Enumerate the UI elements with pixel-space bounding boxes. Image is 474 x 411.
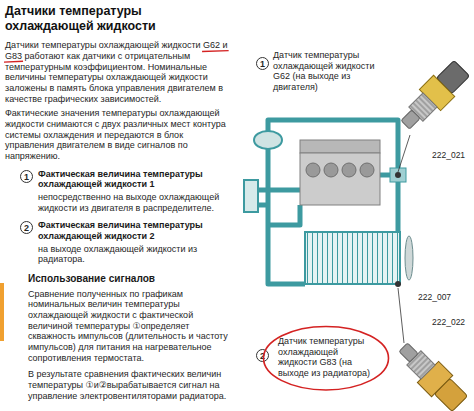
figure-code: 222_022 <box>432 317 465 327</box>
coolant-distributor <box>390 168 406 182</box>
coolant-pipe <box>268 205 300 225</box>
coolant-pipes <box>254 120 398 284</box>
ellipse-outline <box>264 327 389 390</box>
section-heading: Использование сигналов <box>28 273 233 285</box>
leader-line <box>398 288 404 343</box>
body-text: непосредственно на выходе охлаждающей жи… <box>38 192 233 213</box>
sensor-tip <box>399 343 418 362</box>
sensor-g62 <box>395 58 473 136</box>
sensor-tip <box>401 110 420 129</box>
cylinder <box>360 163 374 177</box>
engine-block <box>300 153 380 205</box>
section-heading: Фактическая величина температуры охлажда… <box>38 220 233 241</box>
cylinder <box>342 163 356 177</box>
sensor-point <box>395 172 401 178</box>
callout-number: 2 <box>256 349 269 362</box>
figure-code: 222_021 <box>432 150 465 160</box>
callout-number: 1 <box>20 170 33 183</box>
expansion-tank <box>254 131 282 149</box>
body-text: Датчики температуры охлаждающей жидкости… <box>5 40 233 104</box>
body-text: на выходе охлаждающей жидкости из радиат… <box>38 244 233 265</box>
callout-number: 2 <box>20 221 33 234</box>
cylinders <box>306 163 374 177</box>
radiator-fan <box>405 236 413 280</box>
sensor-g83 <box>393 337 471 411</box>
side-bar <box>0 283 4 341</box>
coolant-pipe <box>254 188 300 193</box>
cylinder <box>324 163 338 177</box>
section-heading: Фактическая величина температуры охлажда… <box>38 169 233 190</box>
page-title: Датчики температуры охлаждающей жидкости <box>5 4 233 33</box>
coolant-pipe <box>268 149 305 284</box>
cylinder <box>306 163 320 177</box>
sensor-label: Датчик температуры охлаждающей жидкости … <box>273 50 381 92</box>
body-text: Фактические значения температуры охлажда… <box>5 108 233 161</box>
ellipse-callout: Датчик температуры охлаждающей жидкости … <box>262 325 390 391</box>
cylinder-head <box>300 140 380 153</box>
sensor-point <box>395 281 401 287</box>
sensor-label: Датчик температуры охлаждающей жидкости … <box>278 336 374 378</box>
radiator <box>305 232 400 284</box>
radiator-fins <box>306 233 399 283</box>
coolant-pipe <box>268 120 398 232</box>
body-text: В результате сравнения фактических велич… <box>28 369 233 401</box>
leader-line <box>398 135 410 172</box>
body-text: Сравнение полученных по графикам номинал… <box>28 289 233 364</box>
figure-code: 222_007 <box>418 292 451 302</box>
heater-core <box>244 180 258 212</box>
callout-number: 1 <box>256 57 269 70</box>
